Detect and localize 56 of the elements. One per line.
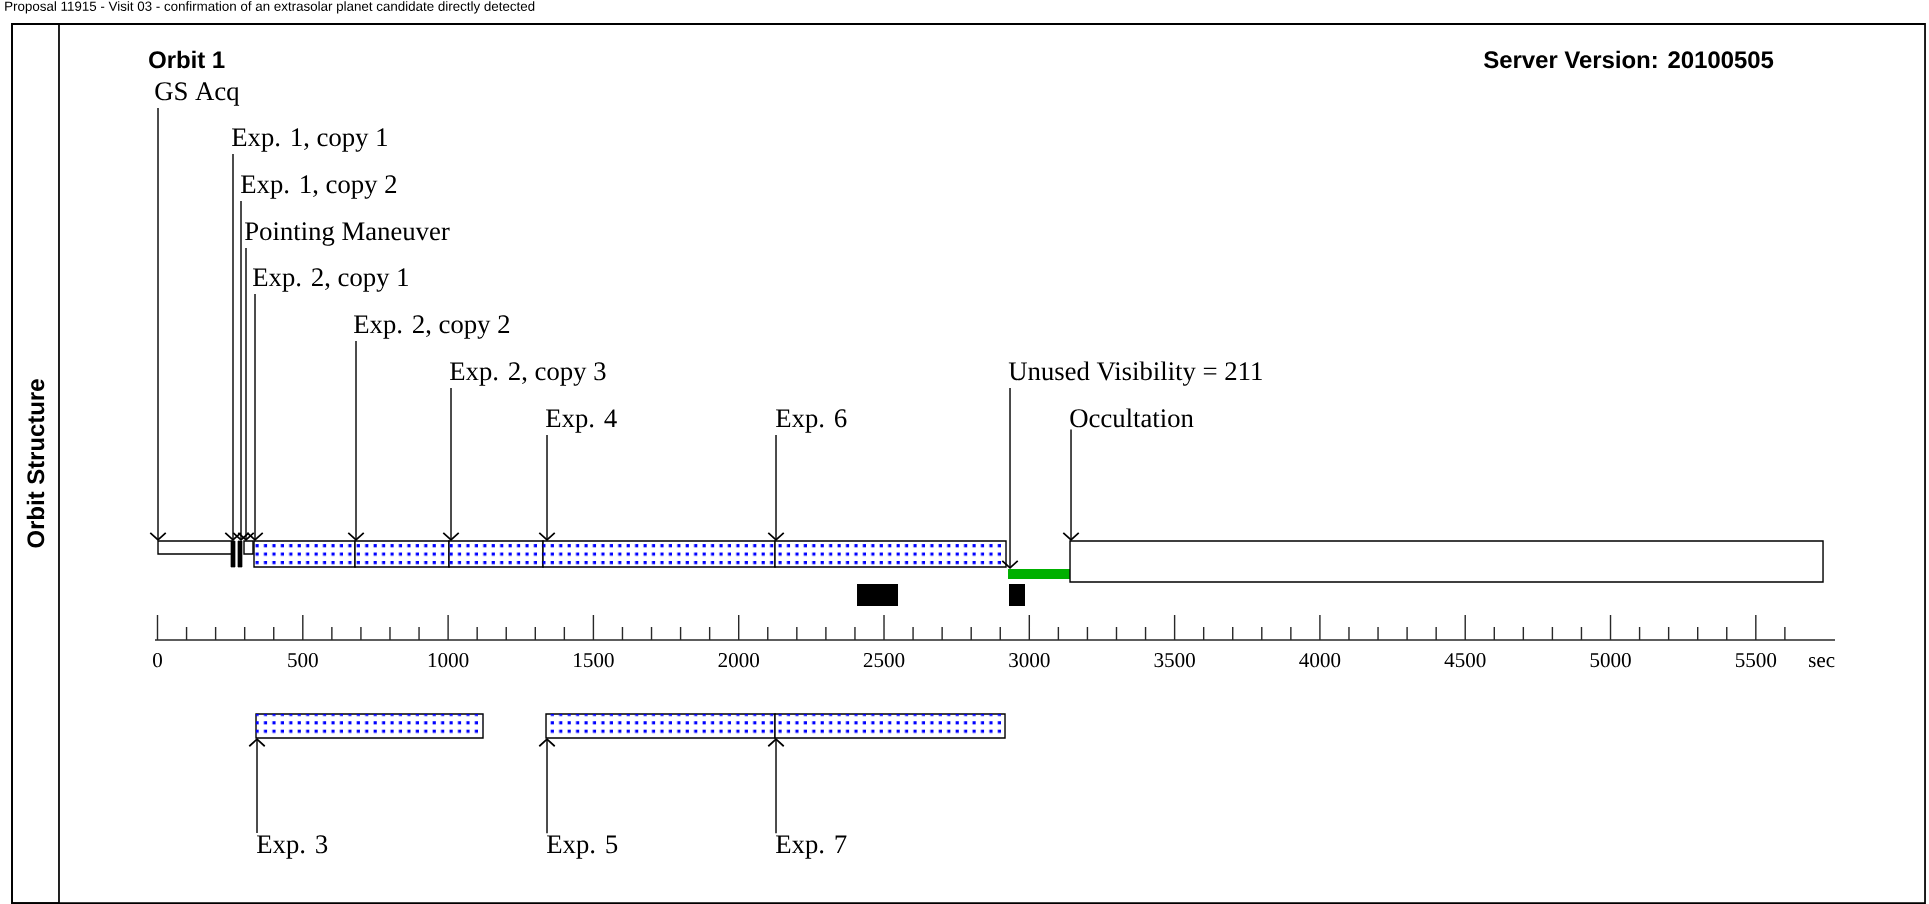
leader-label: Exp. 7 (776, 835, 847, 859)
leader-label: GS Acq (155, 82, 240, 106)
tick-label: 1000 (428, 653, 469, 668)
leader-arrow (442, 387, 460, 541)
leader-label: Exp. 2, copy 1 (253, 268, 408, 292)
leader-arrow (538, 738, 556, 834)
unit-label: sec (1809, 657, 1835, 668)
tick-label: 0 (153, 653, 162, 668)
leader-label: Exp. 2, copy 2 (354, 315, 510, 339)
exposure-bar (354, 540, 450, 568)
tick-label: 4500 (1444, 653, 1486, 668)
tick-label: 5000 (1590, 653, 1631, 668)
leader-label: Exp. 3 (257, 835, 328, 859)
timeline-bar (1069, 540, 1824, 583)
leader-arrow (1062, 428, 1080, 541)
leader-arrow (224, 153, 242, 541)
leader-arrow (149, 107, 167, 541)
leader-label: Occultation (1070, 408, 1194, 428)
timeline-bar (243, 540, 254, 555)
leader-arrow (1001, 387, 1019, 569)
exposure-bar (255, 713, 484, 739)
leader-label: Exp. 6 (776, 409, 847, 433)
exposure-bar (774, 540, 1007, 568)
leader-arrow (248, 738, 266, 834)
leader-arrow (347, 340, 365, 541)
timeline-tick (230, 540, 236, 568)
leader-arrow (246, 293, 264, 541)
leader-label: Unused Visibility = 211 (1008, 361, 1262, 386)
tick-label: 1500 (574, 653, 614, 668)
visibility-bar (1008, 569, 1070, 579)
version-text: Server Version: 20100505 (1484, 50, 1774, 69)
leader-arrow (767, 738, 785, 834)
leader-label: Exp. 1, copy 2 (241, 175, 397, 199)
leader-arrow (538, 434, 556, 541)
tick-label: 500 (288, 653, 318, 668)
exposure-bar (545, 713, 776, 739)
orbit-heading: Orbit 1 (149, 50, 225, 69)
leader-label: Exp. 1, copy 1 (232, 128, 387, 152)
leader-label: Exp. 5 (547, 835, 618, 859)
tick-label: 3000 (1009, 653, 1050, 668)
tick-label: 2500 (863, 653, 905, 668)
side-band: Orbit Structure (11, 23, 60, 904)
leader-arrow (237, 247, 255, 541)
tick-label: 2000 (718, 653, 759, 668)
exposure-bar (448, 540, 544, 568)
leader-label: Exp. 4 (546, 409, 617, 433)
tick-label: 5500 (1735, 653, 1777, 668)
title: Proposal 11915 - Visit 03 - confirmation of an extrasolar planet candidate directly detected (5, 1, 535, 14)
leader-arrow (232, 200, 250, 541)
leader-arrow (767, 434, 785, 541)
exposure-bar (774, 713, 1006, 739)
tick-label: 3500 (1154, 653, 1195, 668)
tick-label: 4000 (1299, 653, 1341, 668)
timeline-tick (237, 540, 243, 568)
leader-label: Exp. 2, copy 3 (450, 362, 606, 386)
leader-label: Pointing Maneuver (245, 222, 450, 246)
